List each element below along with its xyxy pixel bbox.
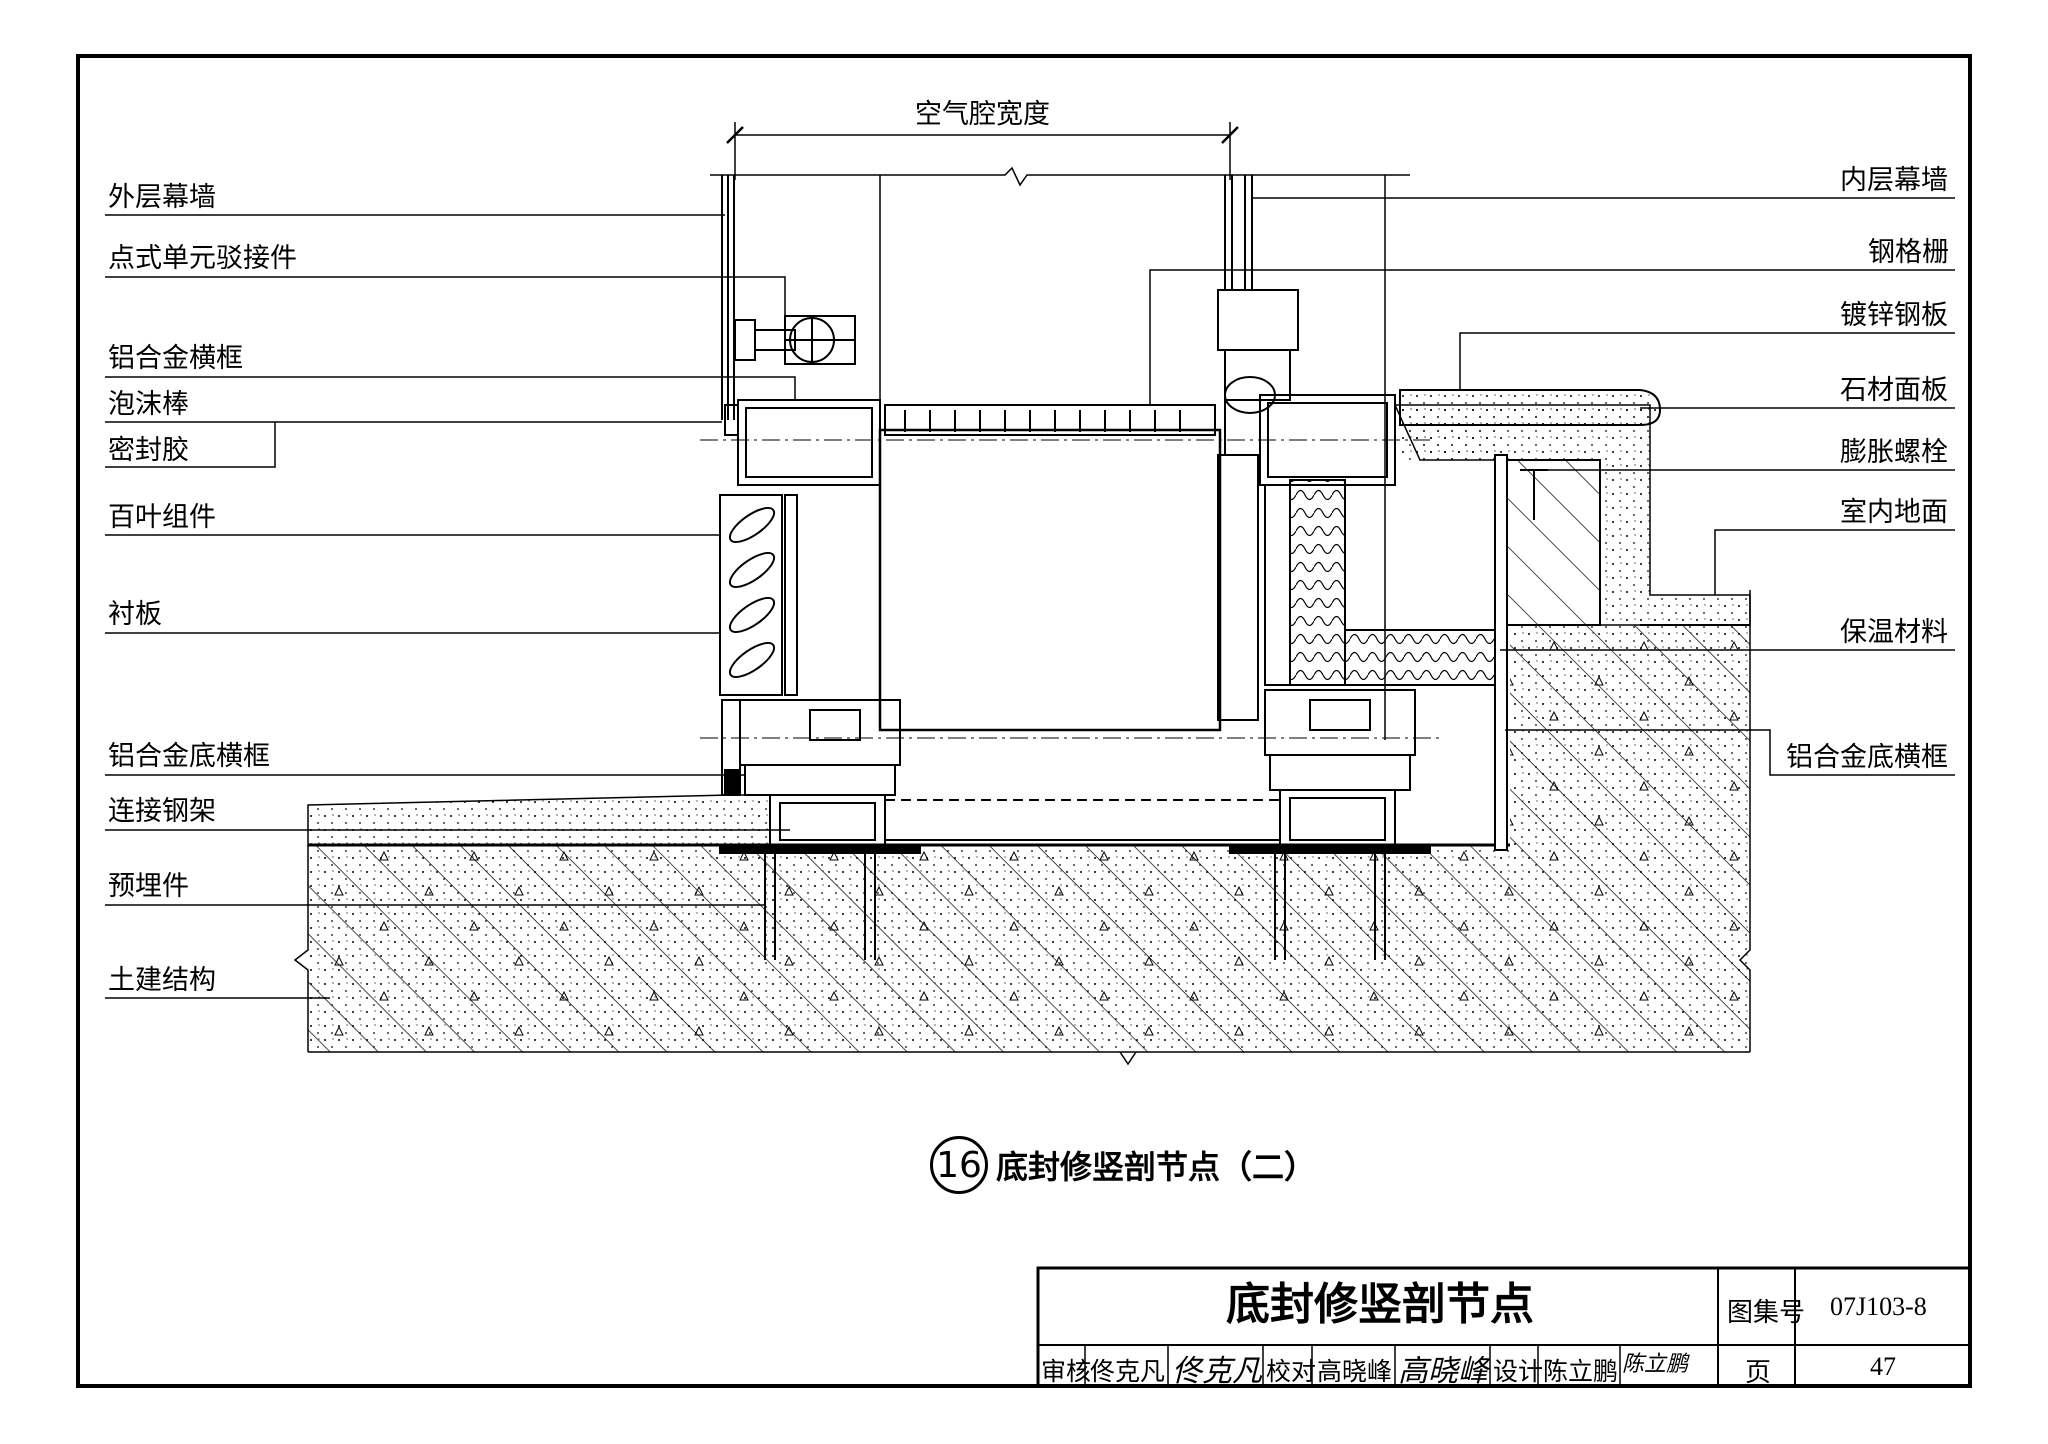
label-galvanized-steel-plate: 镀锌钢板 xyxy=(1840,300,1948,331)
designer-signature: 陈立鹏 xyxy=(1622,1352,1689,1377)
indoor-floor xyxy=(1393,389,1751,626)
label-aluminium-bottom-transom-right: 铝合金底横框 xyxy=(1786,742,1948,773)
detail-number-badge: 16 xyxy=(930,1136,988,1194)
atlas-number: 07J103-8 xyxy=(1830,1292,1927,1321)
detail-caption-text: 底封修竖剖节点（二） xyxy=(996,1148,1317,1186)
insulation-vertical xyxy=(1289,479,1346,686)
review-label: 审核 xyxy=(1041,1357,1092,1386)
label-steel-connector: 连接钢架 xyxy=(108,796,216,827)
reviewer-name: 佟克凡 xyxy=(1090,1357,1166,1386)
checker-name: 高晓峰 xyxy=(1317,1357,1393,1386)
dimension-label: 空气腔宽度 xyxy=(915,99,1050,130)
label-embedded-part: 预埋件 xyxy=(108,871,189,902)
outer-transom xyxy=(724,399,881,486)
designer-name: 陈立鹏 xyxy=(1543,1357,1619,1386)
embedded-parts xyxy=(719,844,1431,960)
louvre xyxy=(719,494,798,696)
point-fixing xyxy=(734,315,856,365)
label-outer-curtain-wall: 外层幕墙 xyxy=(108,182,216,213)
label-civil-structure: 土建结构 xyxy=(108,965,216,996)
detail-caption: 16 底封修竖剖节点（二） xyxy=(930,1135,1316,1195)
label-expansion-bolt: 膨胀螺栓 xyxy=(1840,437,1948,468)
label-indoor-floor: 室内地面 xyxy=(1840,497,1948,528)
steel-grating xyxy=(884,404,1216,436)
page-number: 47 xyxy=(1870,1352,1896,1381)
sheet-border xyxy=(76,54,1972,1388)
leaders-right xyxy=(1149,197,1955,776)
atlas-label: 图集号 xyxy=(1727,1298,1806,1328)
inner-mullion xyxy=(1217,454,1291,721)
page-label: 页 xyxy=(1745,1358,1772,1388)
label-aluminium-transom: 铝合金横框 xyxy=(108,343,243,374)
label-aluminium-bottom-transom-left: 铝合金底横框 xyxy=(108,741,270,772)
label-stone-panel: 石材面板 xyxy=(1840,375,1948,406)
reviewer-signature: 佟克凡 xyxy=(1172,1354,1262,1389)
title-block-title: 底封修竖剖节点 xyxy=(1226,1279,1534,1330)
checker-signature: 高晓峰 xyxy=(1398,1354,1488,1389)
label-foam-rod: 泡沫棒 xyxy=(108,389,189,420)
inner-curtain-wall xyxy=(1217,175,1396,486)
label-point-fitting: 点式单元驳接件 xyxy=(108,243,297,274)
check-label: 校对 xyxy=(1266,1357,1317,1386)
title-block xyxy=(1036,1266,1972,1388)
label-sealant: 密封胶 xyxy=(108,435,189,466)
steel-frames xyxy=(769,789,1496,846)
design-label: 设计 xyxy=(1493,1357,1544,1386)
center-lines xyxy=(700,439,1440,739)
dimension-air-cavity xyxy=(710,122,1410,187)
cavity-frame xyxy=(878,428,1222,732)
structure-slab xyxy=(293,590,1751,1066)
bottom-transom-right xyxy=(1264,689,1416,791)
bottom-transom-left xyxy=(721,699,901,796)
steel-plate xyxy=(1494,454,1508,851)
screed-left xyxy=(307,794,771,846)
label-louvre-assembly: 百叶组件 xyxy=(108,502,216,533)
label-inner-curtain-wall: 内层幕墙 xyxy=(1840,165,1948,196)
insulation-horizontal xyxy=(1344,629,1496,686)
label-steel-grating: 钢格栅 xyxy=(1868,237,1949,268)
leaders-left xyxy=(105,214,796,999)
outer-glass xyxy=(721,175,1386,740)
label-insulation: 保温材料 xyxy=(1840,617,1948,648)
label-lining-board: 衬板 xyxy=(108,599,162,630)
